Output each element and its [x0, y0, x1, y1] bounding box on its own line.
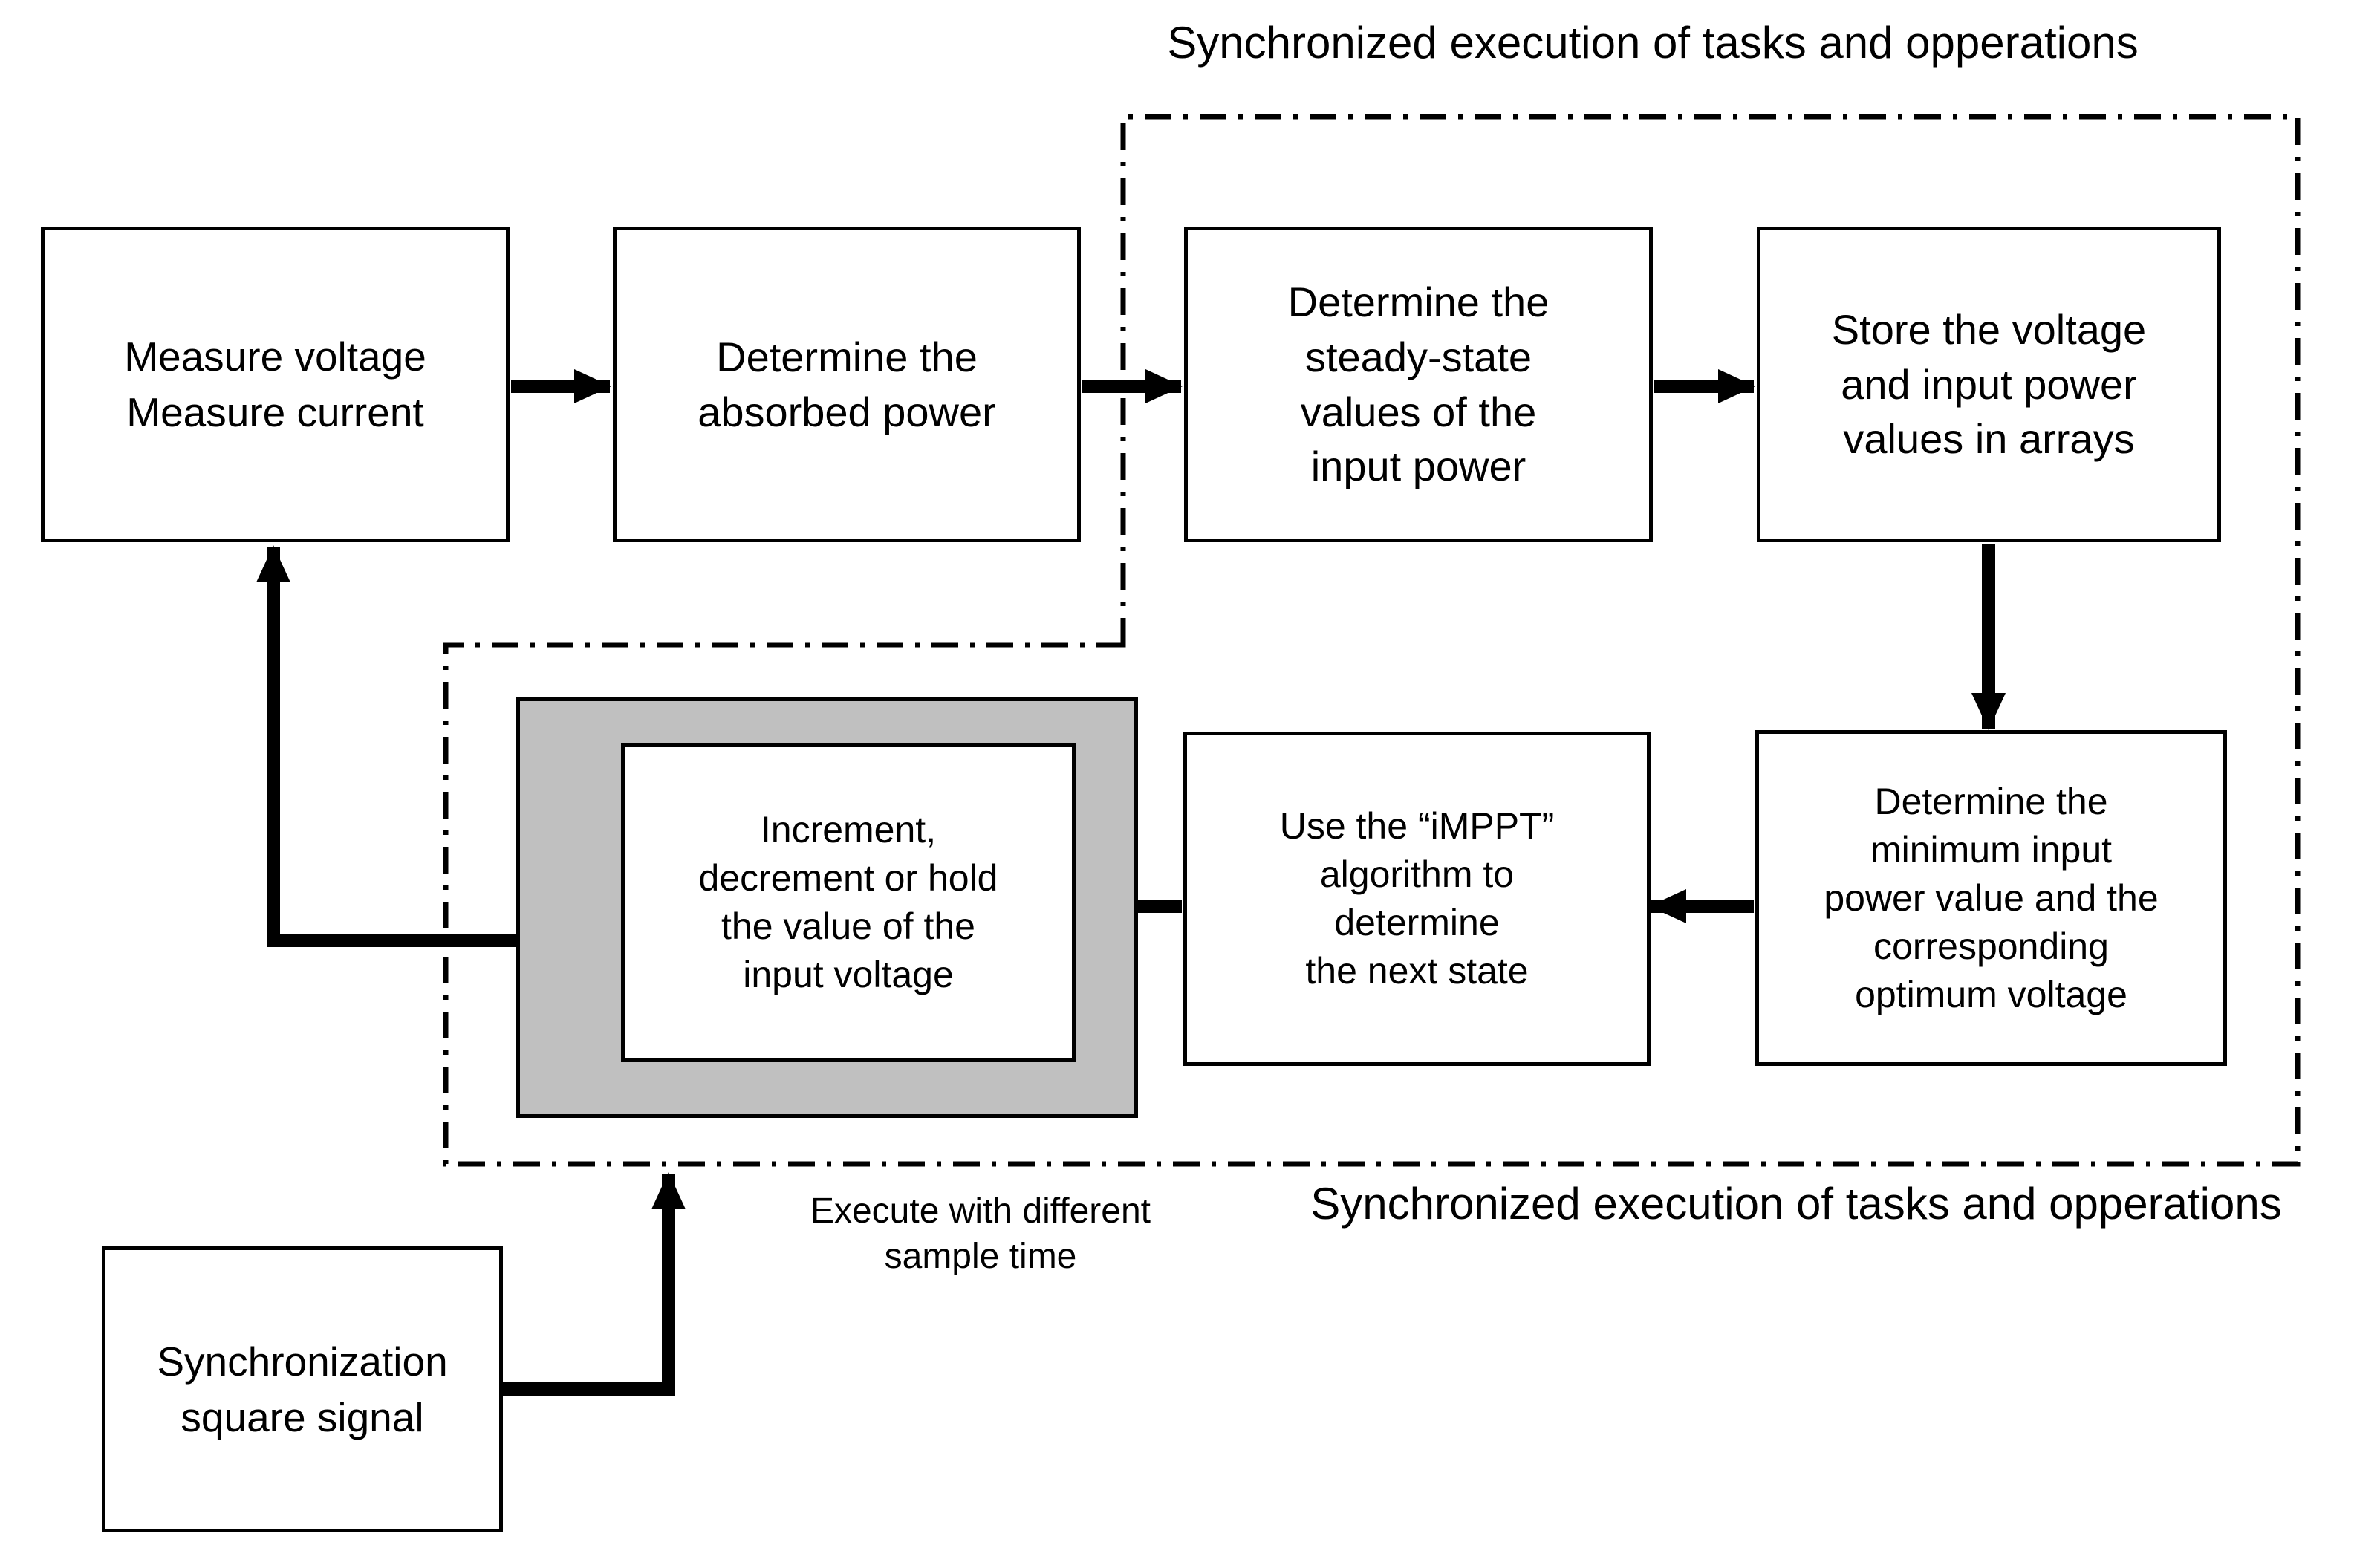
box-increment-decrement-hold: Increment, decrement or hold the value o… — [621, 743, 1076, 1062]
box-minimum-input-power: Determine the minimum input power value … — [1755, 730, 2227, 1066]
box-synchronization-square-signal: Synchronization square signal — [102, 1246, 503, 1532]
box-imppt-algorithm: Use the “iMPPT” algorithm to determine t… — [1183, 732, 1651, 1066]
label-execute-note: Execute with different sample time — [810, 1191, 1151, 1277]
label-sync-top: Synchronized execution of tasks and oppe… — [1167, 18, 2139, 68]
box-store-values-arrays: Store the voltage and input power values… — [1757, 227, 2221, 542]
box-determine-absorbed-power: Determine the absorbed power — [613, 227, 1081, 542]
box-measure-voltage-current: Measure voltage Measure current — [41, 227, 510, 542]
arrow-sync-signal-to-region — [503, 1172, 686, 1396]
label-sync-bottom: Synchronized execution of tasks and oppe… — [1310, 1179, 2282, 1229]
box-steady-state-values: Determine the steady-state values of the… — [1184, 227, 1653, 542]
arrow-feedback-to-measure — [256, 545, 621, 947]
sync-region-outline — [443, 114, 2301, 1167]
